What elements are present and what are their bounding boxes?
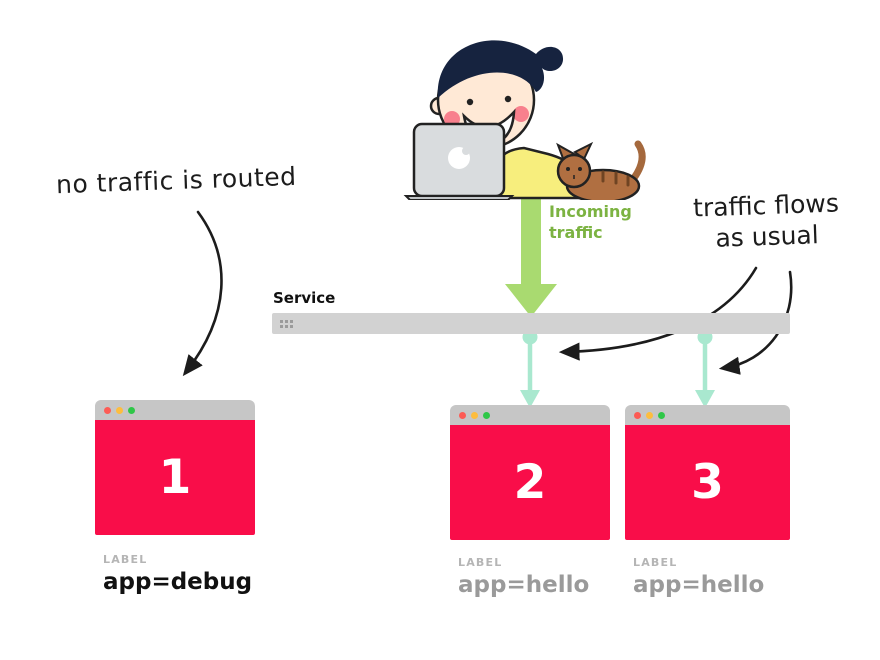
pod-number: 1 xyxy=(158,450,192,505)
window-dot-yellow-icon xyxy=(116,406,123,414)
service-to-pod3-connector xyxy=(695,329,715,408)
laptop-icon xyxy=(403,122,515,200)
label-value: app=hello xyxy=(458,572,590,598)
pod-number: 2 xyxy=(513,455,547,510)
pod-body: 1 xyxy=(95,420,255,535)
developer-illustration xyxy=(403,40,646,200)
window-dot-red-icon xyxy=(634,411,641,419)
pod-body: 3 xyxy=(625,425,790,540)
grid-dots-icon xyxy=(280,319,293,328)
window-dot-green-icon xyxy=(483,411,490,419)
annotation-traffic-flows-line2: as usual xyxy=(714,220,820,254)
cat-icon xyxy=(556,140,646,200)
service-label: Service xyxy=(273,289,336,307)
label-caption: LABEL xyxy=(633,556,678,569)
pod-3-label: LABEL app=hello xyxy=(633,556,764,598)
pod-titlebar xyxy=(95,400,255,420)
pod-2-window: 2 xyxy=(450,405,610,540)
incoming-traffic-label: Incoming traffic xyxy=(549,202,632,242)
pod-titlebar xyxy=(625,405,790,425)
window-dot-yellow-icon xyxy=(646,411,653,419)
window-dot-yellow-icon xyxy=(471,411,478,419)
pod-3-window: 3 xyxy=(625,405,790,540)
pod-number: 3 xyxy=(691,455,724,510)
annotation-traffic-flows: traffic flows as usual xyxy=(663,186,870,256)
window-dot-red-icon xyxy=(459,411,466,419)
label-value: app=debug xyxy=(103,569,253,595)
window-dot-green-icon xyxy=(128,406,135,414)
label-value: app=hello xyxy=(633,572,765,598)
arrow-traffic-pod2-icon xyxy=(558,266,758,361)
service-to-pod2-connector xyxy=(520,329,540,408)
label-caption: LABEL xyxy=(103,553,148,566)
arrow-no-traffic-icon xyxy=(182,210,223,377)
annotation-traffic-flows-line1: traffic flows xyxy=(692,188,840,223)
window-dot-red-icon xyxy=(104,406,111,414)
pod-body: 2 xyxy=(450,425,610,540)
window-dot-green-icon xyxy=(658,411,665,419)
label-caption: LABEL xyxy=(458,556,503,569)
pod-2-label: LABEL app=hello xyxy=(458,556,589,598)
pod-1-label: LABEL app=debug xyxy=(103,553,252,595)
annotation-no-traffic: no traffic is routed xyxy=(55,161,298,200)
service-bar xyxy=(272,313,790,334)
pod-titlebar xyxy=(450,405,610,425)
pod-1-window: 1 xyxy=(95,400,255,535)
